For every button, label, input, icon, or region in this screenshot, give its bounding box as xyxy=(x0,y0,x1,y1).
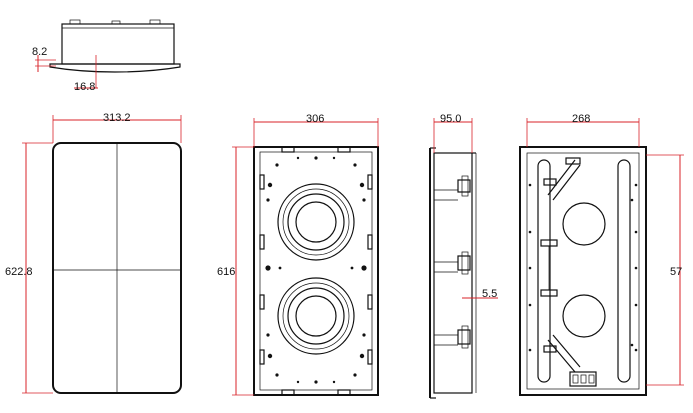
baffle-tab-top-right xyxy=(337,146,351,153)
woofer-bottom-ring-2 xyxy=(282,282,350,350)
side-rails xyxy=(434,189,458,346)
back-rail-right xyxy=(617,159,631,383)
side-body xyxy=(433,152,473,394)
side-offset-label: 5.5 xyxy=(482,288,497,300)
baffle-tab-top-left xyxy=(281,146,295,153)
back-port-bottom xyxy=(562,294,606,338)
grille-width-label: 313.2 xyxy=(103,112,131,124)
flange-thickness-label: 8.2 xyxy=(32,46,47,58)
front-baffle-view: 306 616 xyxy=(217,113,379,396)
woofer-bottom-ring-3 xyxy=(287,287,345,345)
back-width-label: 268 xyxy=(572,113,590,125)
baffle-width-label: 306 xyxy=(306,113,324,125)
back-outline xyxy=(519,146,647,396)
grille-height-label: 622.8 xyxy=(5,266,33,278)
top-section-tab-mid xyxy=(111,20,121,25)
back-inner-outline xyxy=(526,152,640,390)
baffle-slot-right-1 xyxy=(367,174,373,190)
baffle-slot-right-2 xyxy=(367,234,373,250)
top-section-view: 8.2 16.8 xyxy=(32,19,181,93)
back-rail-left xyxy=(537,159,551,383)
baffle-outline xyxy=(253,146,379,396)
woofer-bottom-cone xyxy=(295,295,337,337)
baffle-slot-left-1 xyxy=(259,174,265,190)
back-screw-holes xyxy=(528,183,638,352)
baffle-inner-outline xyxy=(259,151,373,391)
baffle-slot-right-4 xyxy=(367,349,373,365)
side-view: 95.0 5.5 xyxy=(429,113,498,399)
back-terminal-block xyxy=(569,371,597,387)
top-section-flange xyxy=(49,63,181,73)
back-bracket-top xyxy=(543,157,581,201)
side-clamp-2-bracket xyxy=(461,251,469,275)
side-depth-label: 95.0 xyxy=(440,113,461,125)
back-bracket-middle xyxy=(540,239,558,297)
back-height-label: 57 xyxy=(670,266,682,278)
baffle-mounting-holes xyxy=(265,156,367,384)
top-section-tab-left xyxy=(69,19,81,25)
side-clamp-1-bracket xyxy=(461,175,469,197)
side-clamp-3 xyxy=(457,329,471,345)
baffle-slot-right-3 xyxy=(367,294,373,310)
grille-view: 313.2 622.8 xyxy=(5,112,182,394)
baffle-tab-bottom-right xyxy=(337,389,351,396)
woofer-top-ring-3 xyxy=(287,193,345,251)
baffle-height-label: 616 xyxy=(217,266,235,278)
back-view: 268 57 xyxy=(519,113,684,396)
woofer-top-cone xyxy=(295,201,337,243)
side-dog-ear-clamps xyxy=(457,175,471,349)
baffle-slot-left-2 xyxy=(259,234,265,250)
baffle-tab-bottom-left xyxy=(281,389,295,396)
flange-depth-label: 16.8 xyxy=(74,81,95,93)
side-clamp-2 xyxy=(457,255,471,271)
baffle-slot-left-4 xyxy=(259,349,265,365)
woofer-bottom-outer-ring xyxy=(277,277,355,355)
top-section-tab-right xyxy=(149,19,161,25)
side-clamp-3-bracket xyxy=(461,325,469,349)
top-section-body xyxy=(61,23,175,65)
woofer-top-outer-ring xyxy=(277,183,355,261)
back-port-top xyxy=(562,202,606,246)
baffle-slot-left-3 xyxy=(259,294,265,310)
woofer-top-ring-2 xyxy=(282,188,350,256)
side-clamp-1 xyxy=(457,179,471,193)
back-bracket-bottom xyxy=(543,334,581,373)
